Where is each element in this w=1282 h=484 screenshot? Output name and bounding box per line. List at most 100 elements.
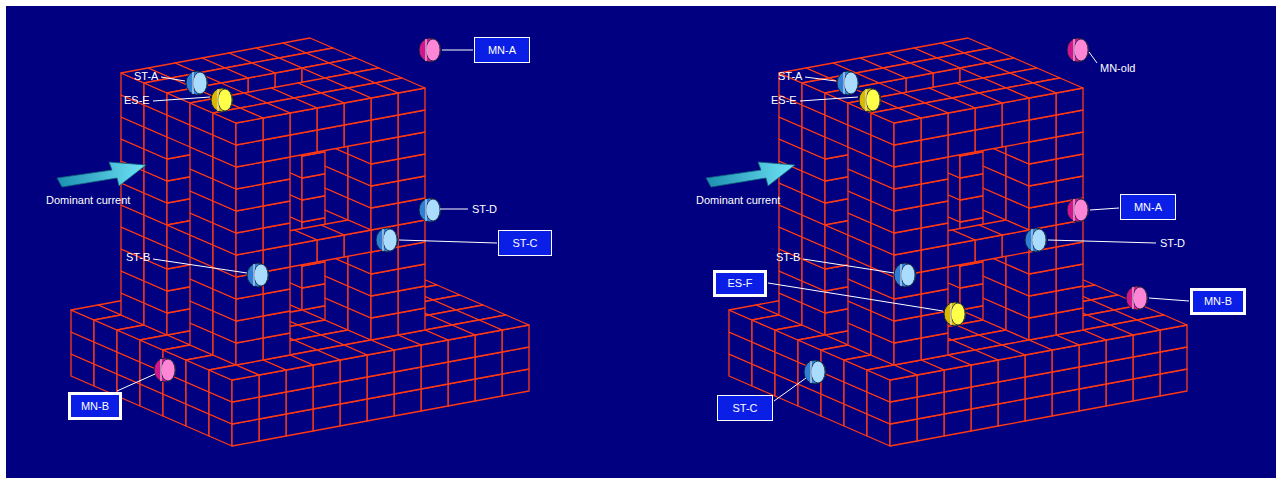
leader-line xyxy=(161,77,185,81)
sensor-label: ST-D xyxy=(1160,237,1185,250)
panel-ground xyxy=(6,6,1276,478)
sensor-body xyxy=(859,88,881,112)
leader-line xyxy=(1048,240,1156,243)
sensor-body xyxy=(944,302,966,326)
sensor-band xyxy=(425,199,427,221)
sensor-symbol xyxy=(247,263,269,287)
sensor-face xyxy=(1074,39,1088,61)
sensor-face xyxy=(844,72,858,94)
sensor-band xyxy=(192,72,194,94)
sensor-face xyxy=(811,361,825,383)
sensor-label: ST-D xyxy=(472,203,497,216)
sensor-body xyxy=(419,198,441,222)
sensor-symbol xyxy=(859,88,881,112)
sensor-face xyxy=(383,229,397,251)
sensor-symbol xyxy=(419,38,441,62)
leader-line xyxy=(1090,208,1119,210)
reef-structures xyxy=(71,38,1187,446)
sensor-body xyxy=(419,38,441,62)
sensor-body xyxy=(894,263,916,287)
sensor-symbol xyxy=(419,198,441,222)
sensor-symbol xyxy=(837,71,859,95)
box-label: MN-A xyxy=(488,44,516,57)
sensor-body xyxy=(1126,286,1148,310)
sensor-label: Dominant current xyxy=(696,194,780,207)
current-arrow xyxy=(57,162,146,187)
sensor-band xyxy=(1031,229,1033,251)
leader-line xyxy=(153,259,247,273)
sensor-symbol xyxy=(894,263,916,287)
leader-line xyxy=(768,283,943,311)
sensor-band xyxy=(865,89,867,111)
sensor-face xyxy=(951,303,965,325)
label-box: ES-F xyxy=(713,270,767,297)
sensor-label: ST-A xyxy=(134,70,158,83)
sensor-symbol xyxy=(154,358,176,382)
label-box: MN-A xyxy=(474,37,530,63)
sensor-face xyxy=(426,39,440,61)
leader-line xyxy=(153,97,210,101)
sensor-face xyxy=(193,72,207,94)
label-box: MN-A xyxy=(1120,194,1176,220)
sensor-face xyxy=(426,199,440,221)
box-label: ST-C xyxy=(512,237,537,250)
leader-line xyxy=(803,259,894,273)
leader-line xyxy=(1089,52,1097,63)
sensor-symbol xyxy=(944,302,966,326)
sensor-symbol xyxy=(1126,286,1148,310)
sensor-body xyxy=(154,358,176,382)
label-box: ST-C xyxy=(717,395,773,421)
sensor-symbol xyxy=(1025,228,1047,252)
sensor-band xyxy=(843,72,845,94)
sensor-body xyxy=(211,88,233,112)
sensor-body xyxy=(804,360,826,384)
box-label: ST-C xyxy=(732,402,757,415)
lattice-face xyxy=(867,365,917,380)
box-label: MN-B xyxy=(1204,295,1232,308)
sensor-label: ES-E xyxy=(771,94,797,107)
sensor-face xyxy=(218,89,232,111)
sensor-band xyxy=(900,264,902,286)
sensor-band xyxy=(425,39,427,61)
sensor-face xyxy=(1032,229,1046,251)
sensor-body xyxy=(837,71,859,95)
leader-line xyxy=(800,97,858,101)
label-box: MN-B xyxy=(1190,288,1246,315)
leader-line xyxy=(805,77,836,81)
sensor-band xyxy=(160,359,162,381)
sensor-band xyxy=(950,303,952,325)
sensor-body xyxy=(1067,198,1089,222)
sensor-label: ST-A xyxy=(778,70,802,83)
leader-lines xyxy=(117,50,1189,401)
sensor-label: MN-old xyxy=(1100,62,1135,75)
leader-line xyxy=(442,50,473,51)
sensor-band xyxy=(810,361,812,383)
sensor-symbol xyxy=(1067,38,1089,62)
lattice-face xyxy=(209,365,259,380)
sensor-label: ES-E xyxy=(124,94,150,107)
sensor-band xyxy=(1073,39,1075,61)
reef-lattice xyxy=(71,38,529,446)
sensor-body xyxy=(247,263,269,287)
sensor-face xyxy=(254,264,268,286)
sensor-face xyxy=(1074,199,1088,221)
leader-line xyxy=(1149,298,1189,301)
leader-line xyxy=(774,378,806,401)
label-box: ST-C xyxy=(498,230,552,256)
label-box: MN-B xyxy=(68,392,122,420)
reef-lattice xyxy=(729,38,1187,446)
sensor-band xyxy=(253,264,255,286)
sensor-symbol xyxy=(186,71,208,95)
current-arrows xyxy=(57,162,795,187)
current-arrow xyxy=(706,162,795,187)
box-label: MN-A xyxy=(1134,201,1162,214)
sensor-symbol xyxy=(1067,198,1089,222)
leader-line xyxy=(399,240,497,243)
leader-line xyxy=(440,209,468,210)
sensor-band xyxy=(217,89,219,111)
sensor-symbol xyxy=(804,360,826,384)
lattice-face xyxy=(871,108,921,123)
sensor-band xyxy=(382,229,384,251)
